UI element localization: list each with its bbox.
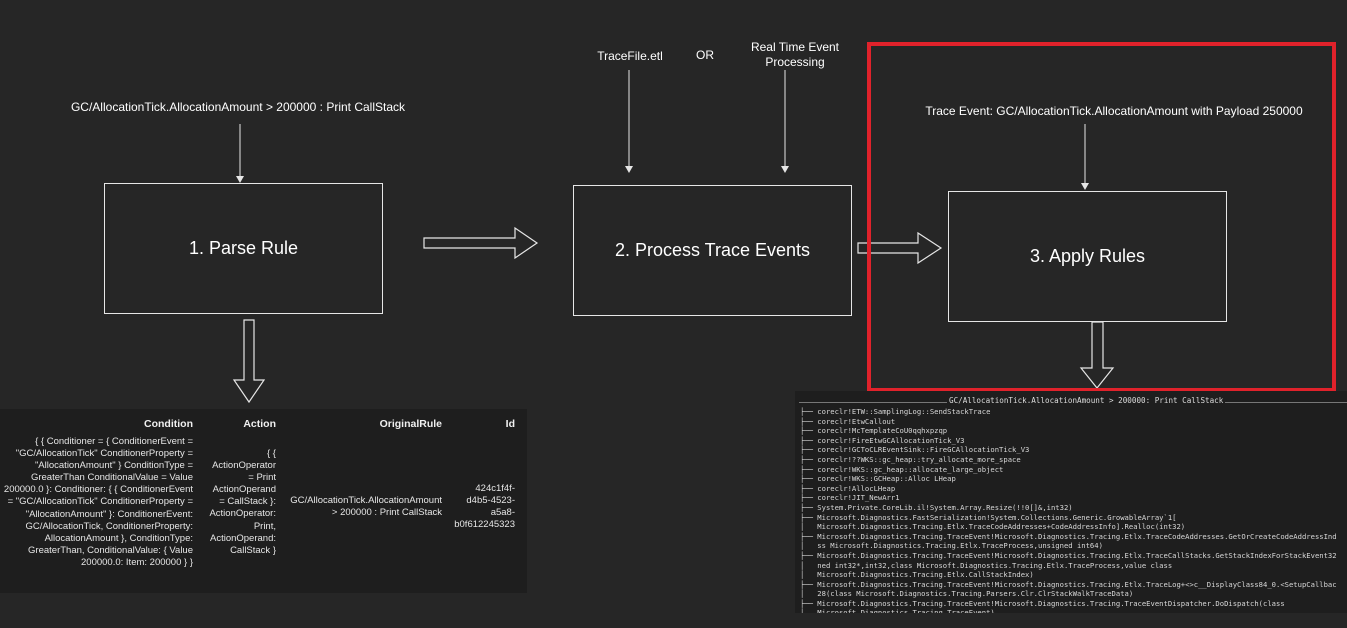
callstack-frame: ├── coreclr!AllocLHeap <box>800 483 896 493</box>
step-apply-rules: 3. Apply Rules <box>948 191 1227 322</box>
realtime-label-line1: Real Time Event <box>750 40 840 54</box>
step-parse-rule: 1. Parse Rule <box>104 183 383 314</box>
callstack-frame: │ ned int32*,int32,class Microsoft.Diagn… <box>800 560 1173 570</box>
condition-line: = "GC/AllocationTick" ConditionerPropert… <box>7 496 193 508</box>
condition-line: GreaterThan, ConditionalValue: { Value <box>28 544 193 556</box>
block-arrow-apply-to-stack <box>1079 321 1115 389</box>
table-cell-condition: { { Conditioner = { ConditionerEvent ="G… <box>0 436 193 569</box>
realtime-label: Real Time Event Processing <box>735 40 855 70</box>
table-cell-id: 424c1f4f-d4b5-4523-a5a8-b0f612245323 <box>440 483 515 531</box>
callstack-frame: ├── Microsoft.Diagnostics.Tracing.TraceE… <box>800 550 1337 560</box>
parse-input-label: GC/AllocationTick.AllocationAmount > 200… <box>70 100 406 114</box>
table-header-id: Id <box>505 418 515 430</box>
condition-line: GC/AllocationTick, ConditionerProperty: <box>25 520 193 532</box>
step-process-label: 2. Process Trace Events <box>614 240 811 260</box>
action-line: CallStack } <box>230 544 276 556</box>
condition-line: 200000.0: Item: 200000 } } <box>81 556 193 568</box>
condition-line: "GC/AllocationTick" ConditionerProperty … <box>15 448 193 460</box>
callstack-frame: ├── coreclr!WKS::gc_heap::allocate_large… <box>800 464 1004 474</box>
realtime-label-line2: Processing <box>765 55 825 69</box>
action-line: = Print <box>248 472 276 484</box>
action-line: Print, <box>253 520 276 532</box>
callstack-title-text: GC/AllocationTick.AllocationAmount > 200… <box>947 396 1226 405</box>
table-cell-originalrule: GC/AllocationTick.AllocationAmount> 2000… <box>282 495 442 519</box>
callstack-frame: │ Microsoft.Diagnostics.Tracing.Etlx.Tra… <box>800 522 1186 532</box>
condition-line: "AllocationAmount" } ConditionType = <box>34 460 193 472</box>
callstack-panel: GC/AllocationTick.AllocationAmount > 200… <box>795 391 1347 613</box>
callstack-frame: │ ss Microsoft.Diagnostics.Tracing.Etlx.… <box>800 541 1103 551</box>
trace-event-label: Trace Event: GC/AllocationTick.Allocatio… <box>925 104 1303 118</box>
callstack-lines: ├── coreclr!ETW::SamplingLog::SendStackT… <box>800 407 1337 613</box>
callstack-frame: ├── coreclr!JIT_NewArr1 <box>800 493 900 503</box>
callstack-frame: ├── coreclr!EtwCallout <box>800 416 896 426</box>
callstack-frame: │ Microsoft.Diagnostics.Tracing.Etlx.Cal… <box>800 570 1034 580</box>
step-process-trace-events: 2. Process Trace Events <box>573 185 852 316</box>
callstack-title: GC/AllocationTick.AllocationAmount > 200… <box>795 396 1347 405</box>
action-line: { { <box>267 448 276 459</box>
or-label: OR <box>696 48 714 62</box>
action-line: = CallStack }: <box>219 496 276 508</box>
block-arrow-parse-to-table <box>232 319 266 404</box>
action-line: ActionOperand <box>212 484 276 496</box>
step-apply-label: 3. Apply Rules <box>1029 246 1146 266</box>
tracefile-label: TraceFile.etl <box>597 49 663 63</box>
condition-line: AllocationAmount }, ConditionType: <box>44 532 193 544</box>
callstack-frame: ├── Microsoft.Diagnostics.Tracing.TraceE… <box>800 531 1337 541</box>
condition-line: "AllocationAmount" }: ConditionerEvent: <box>25 508 193 520</box>
block-arrow-parse-to-process <box>423 226 539 260</box>
condition-line: 200000.0 }: Conditioner: { { Conditioner… <box>3 484 193 496</box>
callstack-frame: ├── coreclr!GCToCLREventSink::FireGCAllo… <box>800 445 1030 455</box>
callstack-frame: ├── Microsoft.Diagnostics.Tracing.TraceE… <box>800 579 1337 589</box>
id-line: d4b5-4523- <box>466 495 515 507</box>
action-line: ActionOperand: <box>209 532 276 544</box>
id-line: b0f612245323 <box>454 519 515 531</box>
table-header-originalrule: OriginalRule <box>379 418 442 430</box>
callstack-frame: ├── coreclr!FireEtwGCAllocationTick_V3 <box>800 435 965 445</box>
action-line: ActionOperator: <box>209 508 276 520</box>
parsed-rule-table: Condition Action OriginalRule Id { { Con… <box>0 409 527 593</box>
callstack-frame: │ 28(class Microsoft.Diagnostics.Tracing… <box>800 589 1134 599</box>
callstack-frame: ├── Microsoft.Diagnostics.FastSerializat… <box>800 512 1177 522</box>
table-header-action: Action <box>243 418 276 430</box>
action-line: ActionOperator <box>212 460 276 472</box>
step-parse-rule-label: 1. Parse Rule <box>188 238 299 258</box>
condition-line: GreaterThan ConditionalValue = Value <box>30 472 193 484</box>
highlight-box <box>867 42 1336 392</box>
table-header-condition: Condition <box>144 418 193 430</box>
callstack-frame: ├── System.Private.CoreLib.il!System.Arr… <box>800 502 1073 512</box>
condition-line: { { Conditioner = { ConditionerEvent = <box>35 436 193 447</box>
callstack-frame: ├── coreclr!??WKS::gc_heap::try_allocate… <box>800 454 1021 464</box>
callstack-frame: ├── Microsoft.Diagnostics.Tracing.TraceE… <box>800 598 1285 608</box>
callstack-frame: ├── coreclr!ETW::SamplingLog::SendStackT… <box>800 407 991 416</box>
id-line: 424c1f4f- <box>475 483 515 494</box>
callstack-frame: ├── coreclr!WKS::GCHeap::Alloc LHeap <box>800 474 956 484</box>
originalrule-line: GC/AllocationTick.AllocationAmount <box>290 495 442 506</box>
callstack-frame: ├── coreclr!McTemplateCoU0qqhxpzqp <box>800 426 948 436</box>
originalrule-line: > 200000 : Print CallStack <box>331 507 442 519</box>
callstack-frame: │ Microsoft.Diagnostics.Tracing.TraceEve… <box>800 608 995 613</box>
id-line: a5a8- <box>490 507 515 519</box>
